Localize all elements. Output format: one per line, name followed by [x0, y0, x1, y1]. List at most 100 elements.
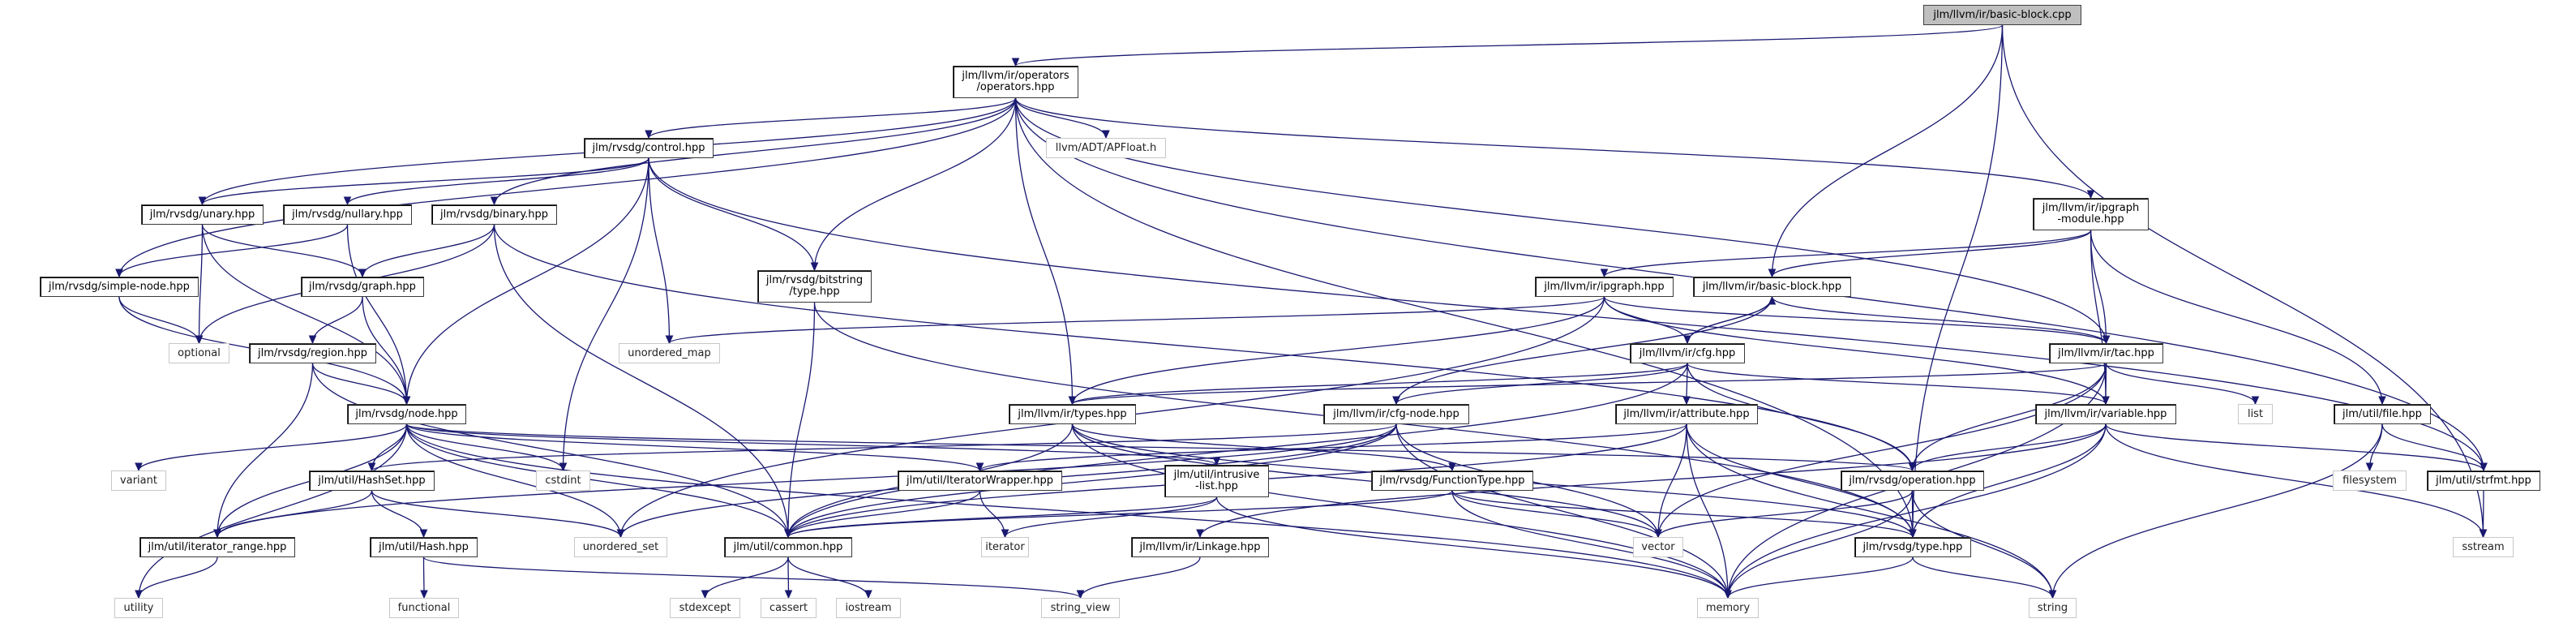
- edge-binary-to-operation: [493, 224, 1914, 471]
- graph-node-file[interactable]: jlm/util/file.hpp: [2334, 404, 2431, 424]
- arrowhead-icon: [1392, 396, 1400, 406]
- edge-function_type-to-common: [787, 490, 1453, 538]
- graph-node-operators[interactable]: jlm/llvm/ir/operators /operators.hpp: [953, 66, 1078, 98]
- edge-ipgraph_module-to-file: [2090, 230, 2383, 405]
- edge-variable-to-strfmt: [2105, 423, 2484, 471]
- edge-variable-to-linkage: [1199, 423, 2107, 538]
- graph-node-variable[interactable]: jlm/llvm/ir/variable.hpp: [2035, 404, 2176, 424]
- arrowhead-icon: [490, 196, 499, 206]
- edge-rvsdg_type-to-string: [1912, 556, 2054, 599]
- graph-node-basic-block[interactable]: jlm/llvm/ir/basic-block.hpp: [1693, 277, 1851, 297]
- graph-node-cfg-node[interactable]: jlm/llvm/ir/cfg-node.hpp: [1323, 404, 1469, 424]
- edge-basic_block-to-tac: [1771, 296, 2107, 344]
- edge-tac-to-list: [2105, 363, 2257, 405]
- edge-cfg_node-to-common: [787, 423, 1397, 538]
- arrowhead-icon: [665, 335, 674, 345]
- graph-node-unary[interactable]: jlm/rvsdg/unary.hpp: [141, 204, 264, 225]
- edge-simple_node-to-optional: [118, 296, 200, 344]
- arrowhead-icon: [2086, 190, 2095, 200]
- graph-node-strfmt[interactable]: jlm/util/strfmt.hpp: [2427, 470, 2540, 491]
- arrowhead-icon: [213, 529, 221, 539]
- graph-node-iterator-wrapper[interactable]: jlm/util/IteratorWrapper.hpp: [898, 470, 1062, 491]
- edge-ipgraph_module-to-basic_block: [1771, 230, 2092, 277]
- graph-node-types[interactable]: jlm/llvm/ir/types.hpp: [1009, 404, 1136, 424]
- graph-node-string-view: string_view: [1041, 598, 1120, 618]
- graph-node-nullary[interactable]: jlm/rvsdg/nullary.hpp: [283, 204, 412, 225]
- edge-attribute-to-memory: [1686, 423, 1729, 599]
- edge-unary-to-node: [201, 224, 408, 405]
- edge-tac-to-operation: [1911, 363, 2107, 471]
- graph-node-iterator-range[interactable]: jlm/util/iterator_range.hpp: [139, 537, 295, 557]
- edge-root-to-basic_block: [1771, 24, 2004, 277]
- edge-file-to-string: [2051, 423, 2383, 599]
- arrowhead-icon: [810, 262, 819, 272]
- graph-node-node[interactable]: jlm/rvsdg/node.hpp: [347, 404, 466, 424]
- arrowhead-icon: [1600, 269, 1609, 278]
- arrowhead-icon: [1068, 396, 1077, 406]
- edge-operators-to-bitstring: [813, 97, 1017, 271]
- edge-unary-to-optional: [198, 224, 204, 344]
- graph-node-cfg[interactable]: jlm/llvm/ir/cfg.hpp: [1630, 343, 1745, 363]
- graph-node-ipgraph-module[interactable]: jlm/llvm/ir/ipgraph -module.hpp: [2033, 198, 2149, 230]
- edge-operators-to-tac: [1014, 97, 2107, 344]
- graph-node-bitstring[interactable]: jlm/rvsdg/bitstring /type.hpp: [757, 270, 872, 303]
- arrowhead-icon: [2365, 462, 2374, 472]
- graph-node-utility: utility: [114, 598, 163, 618]
- edge-variable-to-memory: [1727, 423, 2107, 599]
- graph-node-tac[interactable]: jlm/llvm/ir/tac.hpp: [2049, 343, 2163, 363]
- edge-control-to-bitstring: [648, 157, 816, 271]
- edge-cfg-to-variable: [1687, 363, 2107, 405]
- arrowhead-icon: [358, 269, 366, 278]
- graph-node-ipgraph[interactable]: jlm/llvm/ir/ipgraph.hpp: [1535, 277, 1674, 297]
- edge-node-to-operation: [405, 423, 1914, 471]
- edge-unary-to-graph: [201, 224, 363, 277]
- edge-cfg_node-to-memory: [1395, 423, 1729, 599]
- arrowhead-icon: [784, 529, 792, 539]
- edge-attribute-to-vector: [1657, 423, 1687, 538]
- edge-node-to-variant: [138, 423, 408, 471]
- arrowhead-icon: [420, 590, 428, 599]
- arrowhead-icon: [559, 462, 568, 472]
- edge-iterator_range-to-utility: [138, 556, 218, 599]
- graph-node-binary[interactable]: jlm/rvsdg/binary.hpp: [431, 204, 557, 225]
- edge-cfg-to-cfg_node: [1395, 363, 1688, 405]
- edge-tac-to-vector: [1657, 363, 2107, 538]
- graph-node-common[interactable]: jlm/util/common.hpp: [724, 537, 852, 557]
- edge-cfg-to-operation: [1687, 363, 1914, 471]
- arrowhead-icon: [2048, 590, 2057, 599]
- arrowhead-icon: [402, 396, 411, 406]
- arrowhead-icon: [1768, 295, 1777, 305]
- edge-operators-to-binary: [493, 97, 1017, 205]
- edge-ipgraph-to-variable: [1603, 296, 2107, 405]
- graph-node-attribute[interactable]: jlm/llvm/ir/attribute.hpp: [1615, 404, 1758, 424]
- arrowhead-icon: [419, 529, 428, 539]
- edge-root-to-rvsdg_type: [1912, 24, 2004, 538]
- graph-node-graph[interactable]: jlm/rvsdg/graph.hpp: [301, 277, 424, 297]
- graph-node-control[interactable]: jlm/rvsdg/control.hpp: [584, 138, 714, 158]
- graph-node-apfloat: llvm/ADT/APFloat.h: [1046, 138, 1166, 158]
- edge-ipgraph-to-tac: [1603, 296, 2107, 344]
- graph-node-hash[interactable]: jlm/util/Hash.hpp: [370, 537, 478, 557]
- graph-node-function-type[interactable]: jlm/rvsdg/FunctionType.hpp: [1371, 470, 1533, 491]
- graph-node-simple-node[interactable]: jlm/rvsdg/simple-node.hpp: [40, 277, 199, 297]
- graph-node-intrusive-list[interactable]: jlm/util/intrusive -list.hpp: [1164, 465, 1269, 497]
- graph-node-memory: memory: [1697, 598, 1759, 618]
- edge-control-to-unordered_map: [648, 157, 671, 344]
- graph-node-rvsdg-type[interactable]: jlm/rvsdg/type.hpp: [1854, 537, 1971, 557]
- graph-node-region[interactable]: jlm/rvsdg/region.hpp: [249, 343, 376, 363]
- arrowhead-icon: [2251, 396, 2260, 406]
- edge-types-to-vector: [1071, 423, 1659, 538]
- edge-region-to-common: [311, 363, 789, 538]
- arrowhead-icon: [645, 130, 653, 140]
- edge-graph-to-region: [311, 296, 363, 344]
- edge-variable-to-rvsdg_type: [1912, 423, 2107, 538]
- edge-control-to-unary: [201, 157, 649, 205]
- graph-node-functional: functional: [389, 598, 459, 618]
- edge-attribute-to-string: [1686, 423, 2054, 599]
- graph-node-sstream: sstream: [2453, 537, 2514, 557]
- graph-node-hashset[interactable]: jlm/util/HashSet.hpp: [309, 470, 435, 491]
- graph-node-stdexcept: stdexcept: [670, 598, 740, 618]
- graph-node-linkage[interactable]: jlm/llvm/ir/Linkage.hpp: [1131, 537, 1269, 557]
- graph-node-operation[interactable]: jlm/rvsdg/operation.hpp: [1841, 470, 1984, 491]
- edge-hash-to-string_view: [422, 556, 1082, 599]
